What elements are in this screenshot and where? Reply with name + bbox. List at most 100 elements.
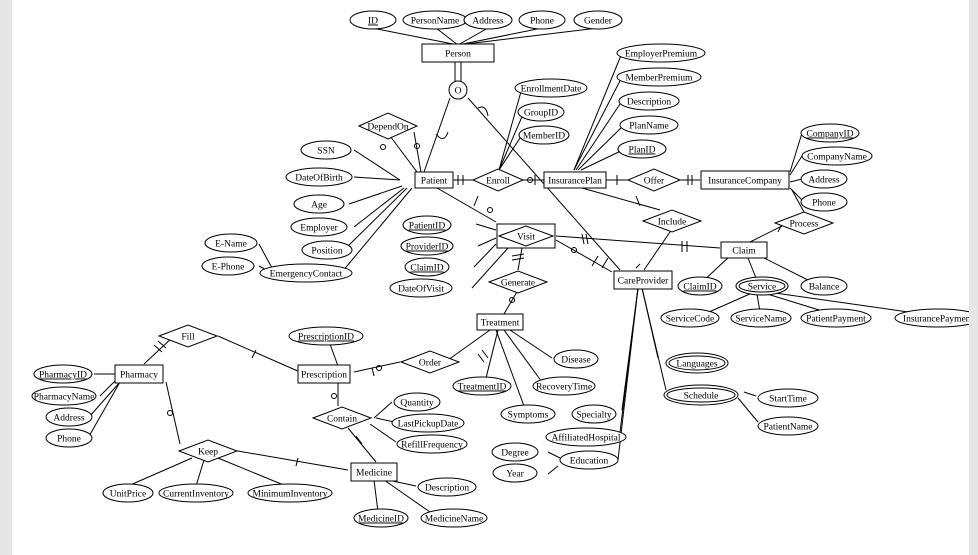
attribute-label: Address bbox=[808, 176, 839, 186]
attribute-prescription-id[interactable]: PrescriptionID bbox=[288, 326, 364, 346]
attribute-date-of-birth[interactable]: DateOfBirth bbox=[285, 167, 353, 187]
attribute-label: PatientID bbox=[409, 222, 446, 232]
attribute-emergency-contact[interactable]: EmergencyContact bbox=[259, 263, 353, 283]
attribute-position[interactable]: Position bbox=[301, 240, 353, 260]
attribute-start-time[interactable]: StartTime bbox=[757, 388, 819, 408]
entity-care-provider[interactable]: CareProvider bbox=[613, 270, 673, 290]
attribute-patient-name[interactable]: PatientName bbox=[757, 416, 819, 436]
attribute-recovery-time[interactable]: RecoveryTime bbox=[532, 376, 596, 396]
attribute-balance[interactable]: Balance bbox=[800, 276, 848, 296]
attribute-address-ph[interactable]: Address bbox=[45, 407, 93, 427]
attribute-label: MedicineID bbox=[358, 515, 404, 525]
entity-label: Treatment bbox=[481, 319, 520, 329]
attribute-service-name[interactable]: ServiceName bbox=[730, 308, 792, 328]
attribute-address-ic[interactable]: Address bbox=[800, 169, 848, 189]
attribute-enrollment-date[interactable]: EnrollmentDate bbox=[514, 78, 588, 98]
attribute-company-name[interactable]: CompanyName bbox=[801, 146, 873, 166]
entity-insurance-plan[interactable]: InsurancePlan bbox=[543, 171, 607, 189]
relationship-fill[interactable]: Fill bbox=[157, 324, 219, 348]
attribute-id[interactable]: ID bbox=[349, 10, 397, 30]
attribute-label: ClaimID bbox=[683, 283, 716, 293]
attribute-age[interactable]: Age bbox=[293, 194, 345, 214]
attribute-last-pickup-date[interactable]: LastPickupDate bbox=[391, 413, 465, 433]
attribute-plan-id[interactable]: PlanID bbox=[617, 139, 667, 159]
entity-medicine[interactable]: Medicine bbox=[350, 462, 398, 482]
relationship-process[interactable]: Process bbox=[773, 211, 835, 235]
relationship-enroll[interactable]: Enroll bbox=[471, 168, 525, 192]
entity-person[interactable]: Person bbox=[421, 43, 495, 63]
relationship-contain[interactable]: Contain bbox=[311, 406, 373, 430]
relationship-order[interactable]: Order bbox=[399, 350, 461, 374]
attribute-treatment-id[interactable]: TreatmentID bbox=[452, 376, 512, 396]
attribute-pharmacy-name[interactable]: PharmacyName bbox=[31, 386, 97, 406]
attribute-label: MinimumInventory bbox=[253, 490, 328, 500]
attribute-refill-frequency[interactable]: RefillFrequency bbox=[396, 434, 468, 454]
attribute-description-ip[interactable]: Description bbox=[618, 91, 680, 111]
attribute-phone-ph[interactable]: Phone bbox=[45, 428, 93, 448]
attribute-schedule[interactable]: Schedule bbox=[663, 384, 739, 406]
attribute-affiliated-hospital[interactable]: AffiliatedHospital bbox=[545, 427, 627, 447]
attribute-person-name[interactable]: PersonName bbox=[402, 10, 468, 30]
attribute-symptoms[interactable]: Symptoms bbox=[500, 404, 556, 424]
entity-treatment[interactable]: Treatment bbox=[476, 313, 524, 331]
relationship-offer[interactable]: Offer bbox=[626, 168, 682, 192]
attribute-label: CompanyName bbox=[807, 153, 867, 163]
attribute-patient-payment[interactable]: PatientPayment bbox=[800, 308, 872, 328]
relationship-label: Include bbox=[658, 218, 687, 228]
attribute-claim-id-c[interactable]: ClaimID bbox=[677, 276, 723, 296]
attribute-service-code[interactable]: ServiceCode bbox=[660, 308, 720, 328]
attribute-gender[interactable]: Gender bbox=[573, 10, 623, 30]
relationship-keep[interactable]: Keep bbox=[177, 439, 239, 463]
relationship-label: Generate bbox=[501, 279, 535, 289]
attribute-group-id[interactable]: GroupID bbox=[517, 102, 565, 122]
attribute-label: Address bbox=[472, 17, 503, 27]
entity-visit[interactable]: Visit bbox=[496, 223, 556, 249]
attribute-address-p[interactable]: Address bbox=[463, 10, 513, 30]
attribute-ssn[interactable]: SSN bbox=[300, 140, 352, 160]
attribute-e-name[interactable]: E-Name bbox=[204, 233, 258, 253]
entity-insurance-company[interactable]: InsuranceCompany bbox=[700, 170, 790, 190]
attribute-current-inventory[interactable]: CurrentInventory bbox=[158, 483, 234, 503]
attribute-quantity[interactable]: Quantity bbox=[393, 392, 441, 412]
attribute-medicine-name[interactable]: MedicineName bbox=[420, 508, 488, 528]
relationship-generate[interactable]: Generate bbox=[487, 270, 549, 294]
attribute-pharmacy-id[interactable]: PharmacyID bbox=[33, 364, 93, 384]
attribute-specialty[interactable]: Specialty bbox=[571, 404, 617, 424]
attribute-medicine-id[interactable]: MedicineID bbox=[353, 508, 409, 528]
attribute-label: InsurancePayment bbox=[903, 315, 969, 325]
attribute-employer[interactable]: Employer bbox=[290, 217, 348, 237]
attribute-phone-p[interactable]: Phone bbox=[518, 10, 566, 30]
relationship-include[interactable]: Include bbox=[641, 209, 703, 233]
attribute-member-id[interactable]: MemberID bbox=[518, 125, 570, 145]
attribute-patient-id[interactable]: PatientID bbox=[402, 215, 452, 235]
attribute-plan-name[interactable]: PlanName bbox=[619, 115, 679, 135]
attribute-description-m[interactable]: Description bbox=[417, 477, 477, 497]
attribute-insurance-payment[interactable]: InsurancePayment bbox=[894, 308, 969, 328]
attribute-e-phone[interactable]: E-Phone bbox=[201, 256, 255, 276]
attribute-employer-premium[interactable]: EmployerPremium bbox=[616, 43, 706, 63]
attribute-year[interactable]: Year bbox=[492, 463, 538, 483]
attribute-date-of-visit[interactable]: DateOfVisit bbox=[389, 278, 453, 298]
attribute-disease[interactable]: Disease bbox=[553, 349, 599, 369]
attribute-label: PlanID bbox=[629, 146, 656, 156]
attribute-service[interactable]: Service bbox=[735, 276, 789, 296]
attribute-label: LastPickupDate bbox=[398, 420, 459, 430]
entity-claim[interactable]: Claim bbox=[720, 241, 768, 259]
attribute-phone-ic[interactable]: Phone bbox=[800, 192, 848, 212]
entity-prescription[interactable]: Prescription bbox=[297, 364, 351, 384]
attribute-minimum-inventory[interactable]: MinimumInventory bbox=[247, 483, 333, 503]
entity-label: Patient bbox=[421, 177, 448, 187]
attribute-company-id[interactable]: CompanyID bbox=[800, 123, 860, 143]
attribute-unit-price[interactable]: UnitPrice bbox=[102, 483, 154, 503]
attribute-claim-id-v[interactable]: ClaimID bbox=[404, 257, 450, 277]
entity-pharmacy[interactable]: Pharmacy bbox=[114, 364, 164, 384]
entity-patient[interactable]: Patient bbox=[414, 171, 454, 189]
relationship-depend-on[interactable]: DependOn bbox=[357, 112, 419, 140]
attribute-provider-id[interactable]: ProviderID bbox=[400, 236, 454, 256]
attribute-label: RefillFrequency bbox=[401, 440, 463, 451]
attribute-languages[interactable]: Languages bbox=[665, 352, 729, 374]
attribute-member-premium[interactable]: MemberPremium bbox=[616, 67, 702, 87]
attribute-label: Languages bbox=[676, 360, 717, 370]
attribute-degree[interactable]: Degree bbox=[491, 442, 539, 462]
attribute-education[interactable]: Education bbox=[559, 450, 619, 470]
